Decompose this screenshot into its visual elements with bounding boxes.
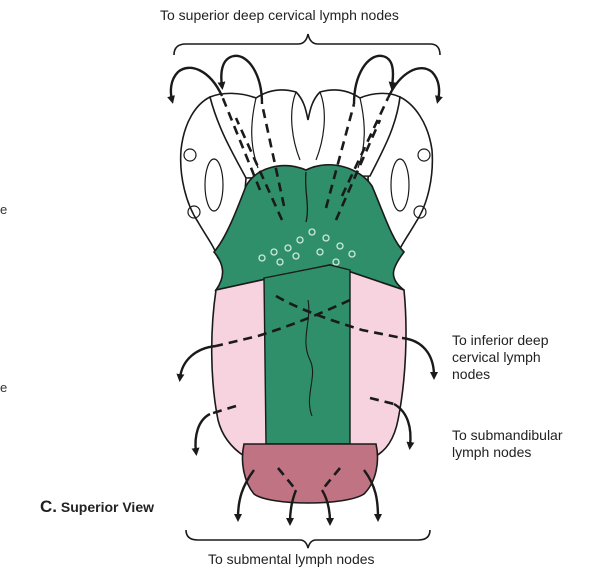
view-letter: C. — [40, 497, 57, 516]
submandibular-label-line-1: To submandibular — [452, 427, 563, 444]
view-name: Superior View — [61, 499, 154, 515]
view-title: C. Superior View — [40, 498, 154, 516]
inferior-label-line-2: cervical lymph — [452, 349, 549, 366]
cropped-text-fragment: e — [0, 380, 7, 395]
inferior-label-line-3: nodes — [452, 366, 549, 383]
inferior-deep-cervical-label: To inferior deep cervical lymph nodes — [452, 332, 549, 383]
cropped-text-fragment: e — [0, 202, 7, 217]
submandibular-label: To submandibular lymph nodes — [452, 427, 563, 461]
superior-deep-cervical-label: To superior deep cervical lymph nodes — [160, 7, 399, 24]
top-brace — [174, 34, 440, 55]
bottom-brace — [186, 530, 430, 548]
submental-label: To submental lymph nodes — [208, 551, 375, 568]
inferior-label-line-1: To inferior deep — [452, 332, 549, 349]
submandibular-label-line-2: lymph nodes — [452, 444, 563, 461]
tip-region — [242, 444, 377, 503]
central-region — [264, 265, 350, 444]
